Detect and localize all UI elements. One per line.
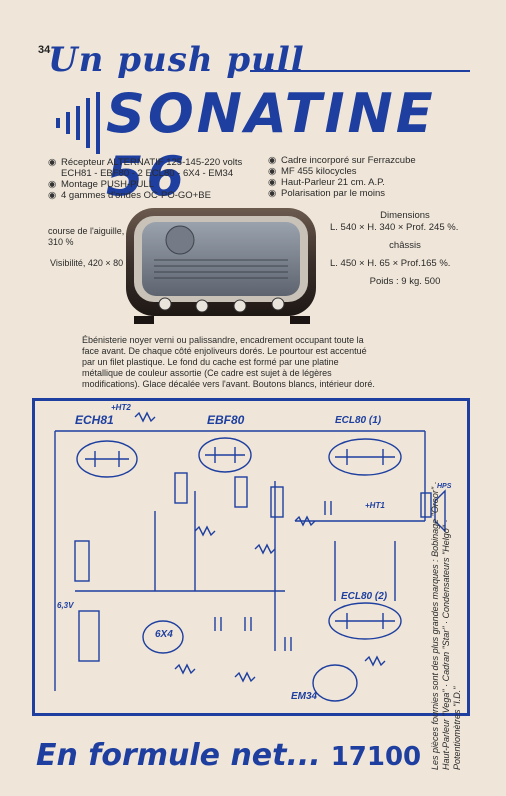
cabinet-description: Ébénisterie noyer verni ou palissandre, … <box>82 335 375 389</box>
tube-label-ebf80: EBF80 <box>207 413 245 427</box>
tube-label-ecl80-1: ECL80 (1) <box>335 415 382 426</box>
price-line: En formule net... 17100 <box>36 738 421 773</box>
chassis-heading: châssis <box>389 240 421 251</box>
label-hps: HPS <box>437 483 452 490</box>
spec-item: ◉MF 455 kilocycles <box>268 166 357 177</box>
spec-item: ◉Récepteur ALTERNATIF 125-145-220 volts <box>48 157 243 168</box>
radio-waves-icon <box>56 92 100 154</box>
price-value: 17100 <box>330 742 422 772</box>
label-ht1: +HT1 <box>365 501 385 510</box>
headline-rule <box>250 70 470 72</box>
dimensions-block: Dimensions L. 540 × H. 340 × Prof. 245 %… <box>330 210 480 288</box>
spec-item: ◉Polarisation par le moins <box>268 188 386 199</box>
label-filament-voltage: 6,3V <box>57 601 74 610</box>
tube-label-6x4: 6X4 <box>155 629 173 640</box>
headline-subtitle: Un push pull <box>48 40 305 80</box>
circuit-schematic: ECH81 EBF80 ECL80 (1) ECL80 (2) 6X4 EM34… <box>32 398 470 716</box>
price-label: En formule net... <box>36 738 321 773</box>
tube-label-ech81: ECH81 <box>75 413 114 427</box>
tube-label-ecl80-2: ECL80 (2) <box>341 591 388 602</box>
headline-title: SONATINE 56 <box>106 82 436 208</box>
specs-left-list: ◉Récepteur ALTERNATIF 125-145-220 volts … <box>48 157 263 201</box>
spec-item: ◉Cadre incorporé sur Ferrazcube <box>268 155 416 166</box>
visibility-note: Visibilité, 420 × 80 <box>50 258 124 268</box>
weight: Poids : 9 kg. 500 <box>369 276 441 287</box>
dimensions-heading: Dimensions <box>380 210 430 221</box>
suppliers-note: Les pièces fournies sont des plus grande… <box>430 481 462 770</box>
spec-item: ◉Haut-Parleur 21 cm. A.P. <box>268 177 385 188</box>
specs-right-list: ◉Cadre incorporé sur Ferrazcube ◉MF 455 … <box>268 155 468 199</box>
dial-course-note: course de l'aiguille, 310 % <box>48 226 125 247</box>
schematic-drawing <box>54 411 446 702</box>
chassis-dimensions: L. 450 × H. 65 × Prof.165 %. <box>330 258 451 269</box>
page-number: 34 <box>38 44 51 56</box>
label-ht2: +HT2 <box>111 403 131 412</box>
spec-item: ECH81 - EBF80 - 2 ECL80 - 6X4 - EM34 <box>61 168 234 179</box>
spec-item: ◉4 gammes d'ondes OC-PO-GO+BE <box>48 190 211 201</box>
radio-photo <box>126 208 316 324</box>
spec-item: ◉Montage PUSH-PULL <box>48 179 154 190</box>
cabinet-dimensions: L. 540 × H. 340 × Prof. 245 %. <box>330 222 459 233</box>
tube-label-em34: EM34 <box>291 691 318 702</box>
